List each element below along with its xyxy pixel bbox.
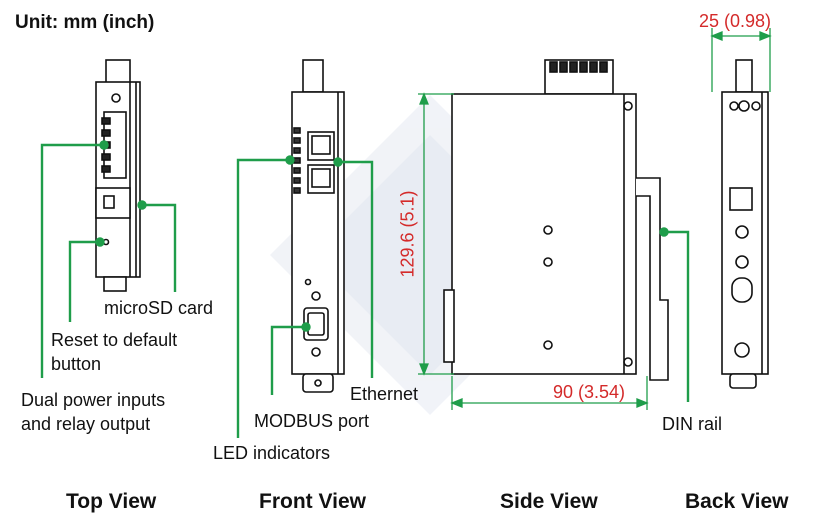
label-led-indicators: LED indicators <box>213 443 331 463</box>
dimension-lines <box>418 28 772 410</box>
label-modbus-port: MODBUS port <box>254 411 370 431</box>
view-title-front: Front View <box>259 490 366 513</box>
view-title-back: Back View <box>685 490 789 513</box>
label-reset-line2: button <box>51 354 102 374</box>
front-view-drawing <box>291 59 345 393</box>
label-reset-line1: Reset to default <box>51 330 178 350</box>
label-ethernet: Ethernet <box>350 384 419 404</box>
label-power-line1: Dual power inputs <box>21 390 166 410</box>
side-view-drawing <box>443 59 669 381</box>
label-power-line2: and relay output <box>21 414 151 434</box>
dimension-height: 129.6 (5.1) <box>397 190 418 278</box>
view-title-side: Side View <box>500 490 598 513</box>
view-title-top: Top View <box>66 490 157 513</box>
label-din-rail: DIN rail <box>662 414 723 434</box>
back-view-drawing <box>721 59 769 389</box>
label-microsd-card: microSD card <box>104 298 214 318</box>
dimension-depth: 90 (3.54) <box>553 382 626 402</box>
unit-label: Unit: mm (inch) <box>15 12 155 33</box>
callout-lines <box>40 140 690 438</box>
dimension-width: 25 (0.98) <box>699 11 772 31</box>
top-view-drawing <box>95 59 141 292</box>
